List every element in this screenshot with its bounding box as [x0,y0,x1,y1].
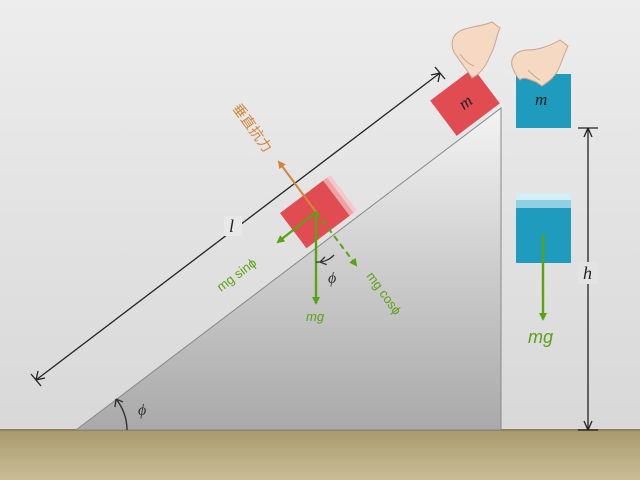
top-red-block: m [430,68,500,136]
weight-label-falling: mg [528,327,553,347]
weight-label-slope: mg [306,309,325,324]
length-label: l [229,216,234,236]
inclined-plane [74,106,502,431]
normal-force-arrow [277,160,317,213]
perpendicular-component-arrow [315,211,358,267]
falling-blue-block-trail-2 [516,200,571,209]
block-angle-label: ϕ [328,270,336,287]
falling-blue-block-trail [516,193,571,203]
base-angle-label: ϕ [138,402,146,419]
height-label: h [583,263,592,283]
height-label-bg [578,262,598,284]
ground [0,430,640,480]
block-angle-arc [315,254,335,263]
top-blue-block-label: m [535,90,547,109]
parallel-component-arrow [276,211,317,244]
base-angle-arc [115,398,128,431]
length-label-bg [224,216,242,236]
hand-icon [511,39,569,87]
hand-icon [451,21,501,79]
